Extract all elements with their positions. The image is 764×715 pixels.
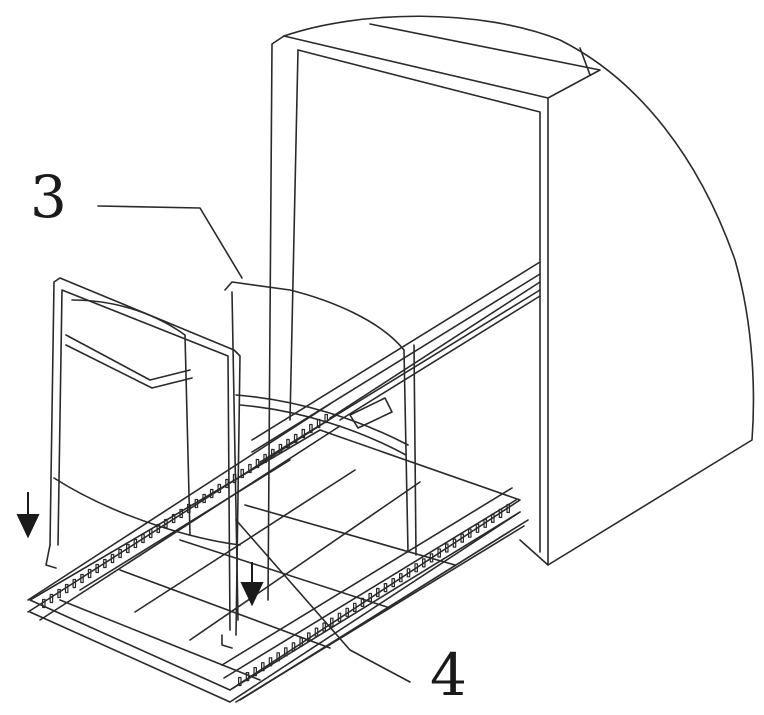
perforation-slot: [171, 513, 176, 524]
perforation-slot: [103, 558, 107, 569]
perforation-slot: [345, 607, 350, 617]
perforation-slot: [156, 523, 161, 534]
perforation-slot: [314, 627, 319, 637]
perforation-slot: [391, 577, 396, 588]
perforation-slot: [110, 553, 115, 564]
leader-line-3: [97, 205, 243, 279]
perforation-slot: [209, 488, 214, 499]
perforation-slot: [57, 588, 61, 599]
perforation-slot: [240, 468, 245, 479]
perforation-slot: [248, 463, 252, 474]
perforation-slot: [133, 538, 138, 549]
perforation-slot: [286, 438, 290, 449]
perforation-slot: [460, 533, 465, 543]
perforation-slot: [291, 642, 296, 652]
perforation-slot: [498, 508, 503, 518]
perforation-slot: [483, 518, 488, 528]
perforation-slot: [72, 578, 77, 589]
perforation-slot: [238, 676, 242, 687]
perforation-slot: [217, 483, 222, 494]
perforation-slot: [414, 563, 419, 573]
perforation-slot: [299, 637, 304, 647]
perforation-slot: [284, 647, 288, 657]
down-arrow-icon: [16, 492, 40, 539]
part-label-4: 4: [430, 641, 467, 709]
cabinet: [267, 15, 755, 601]
perforation-slot: [179, 508, 184, 519]
perforation-slot: [322, 622, 327, 632]
perforation-slot: [399, 573, 403, 583]
perforation-slot: [64, 583, 69, 594]
perforation-slot: [293, 433, 298, 444]
perforation-slot: [468, 528, 472, 538]
perforation-slot: [41, 598, 46, 609]
perforation-slot: [148, 528, 153, 539]
perforation-slot: [437, 548, 442, 558]
perforation-slot: [452, 538, 457, 548]
perforation-slot: [255, 458, 260, 469]
down-arrow-icon: [240, 562, 264, 607]
part-label-3: 3: [30, 163, 67, 231]
perforation-slot: [307, 632, 311, 642]
perforation-slot: [276, 652, 281, 662]
perforation-slot: [118, 548, 122, 559]
right-rail-perforations: [238, 503, 511, 687]
perforation-slot: [368, 592, 373, 603]
perforation-slot: [261, 662, 265, 672]
perforation-slot: [271, 448, 275, 459]
perforation-slot: [49, 593, 54, 604]
perforation-slot: [406, 568, 411, 578]
perforation-slot: [475, 523, 480, 533]
perforation-slot: [80, 573, 84, 584]
perforation-slot: [301, 428, 306, 439]
perforation-slot: [337, 612, 342, 622]
perforation-slot: [141, 533, 145, 544]
perforation-slot: [225, 478, 229, 489]
leader-line-4: [235, 519, 411, 683]
perforation-slot: [194, 498, 199, 509]
perforation-slot: [491, 513, 495, 524]
perforation-slot: [87, 568, 92, 579]
perforation-slot: [383, 582, 388, 593]
perforation-slot: [360, 597, 365, 608]
perforation-slot: [445, 543, 449, 553]
perforation-slot: [309, 423, 313, 434]
perforation-slot: [245, 671, 250, 682]
wire-frame-3: [45, 277, 417, 649]
perforation-slot: [95, 563, 100, 574]
perforation-slot: [125, 543, 130, 554]
perforation-slot: [353, 602, 357, 613]
perforation-slot: [263, 453, 267, 464]
perforation-slot: [253, 666, 258, 677]
perforation-slot: [268, 657, 273, 667]
perforation-slot: [278, 443, 283, 454]
left-rail-perforations: [41, 413, 329, 609]
perforation-slot: [422, 558, 426, 568]
perforation-slot: [506, 503, 511, 514]
perforation-slot: [202, 493, 206, 504]
perforation-slot: [429, 553, 434, 563]
perforation-slot: [376, 587, 380, 598]
perforation-slot: [330, 617, 334, 627]
